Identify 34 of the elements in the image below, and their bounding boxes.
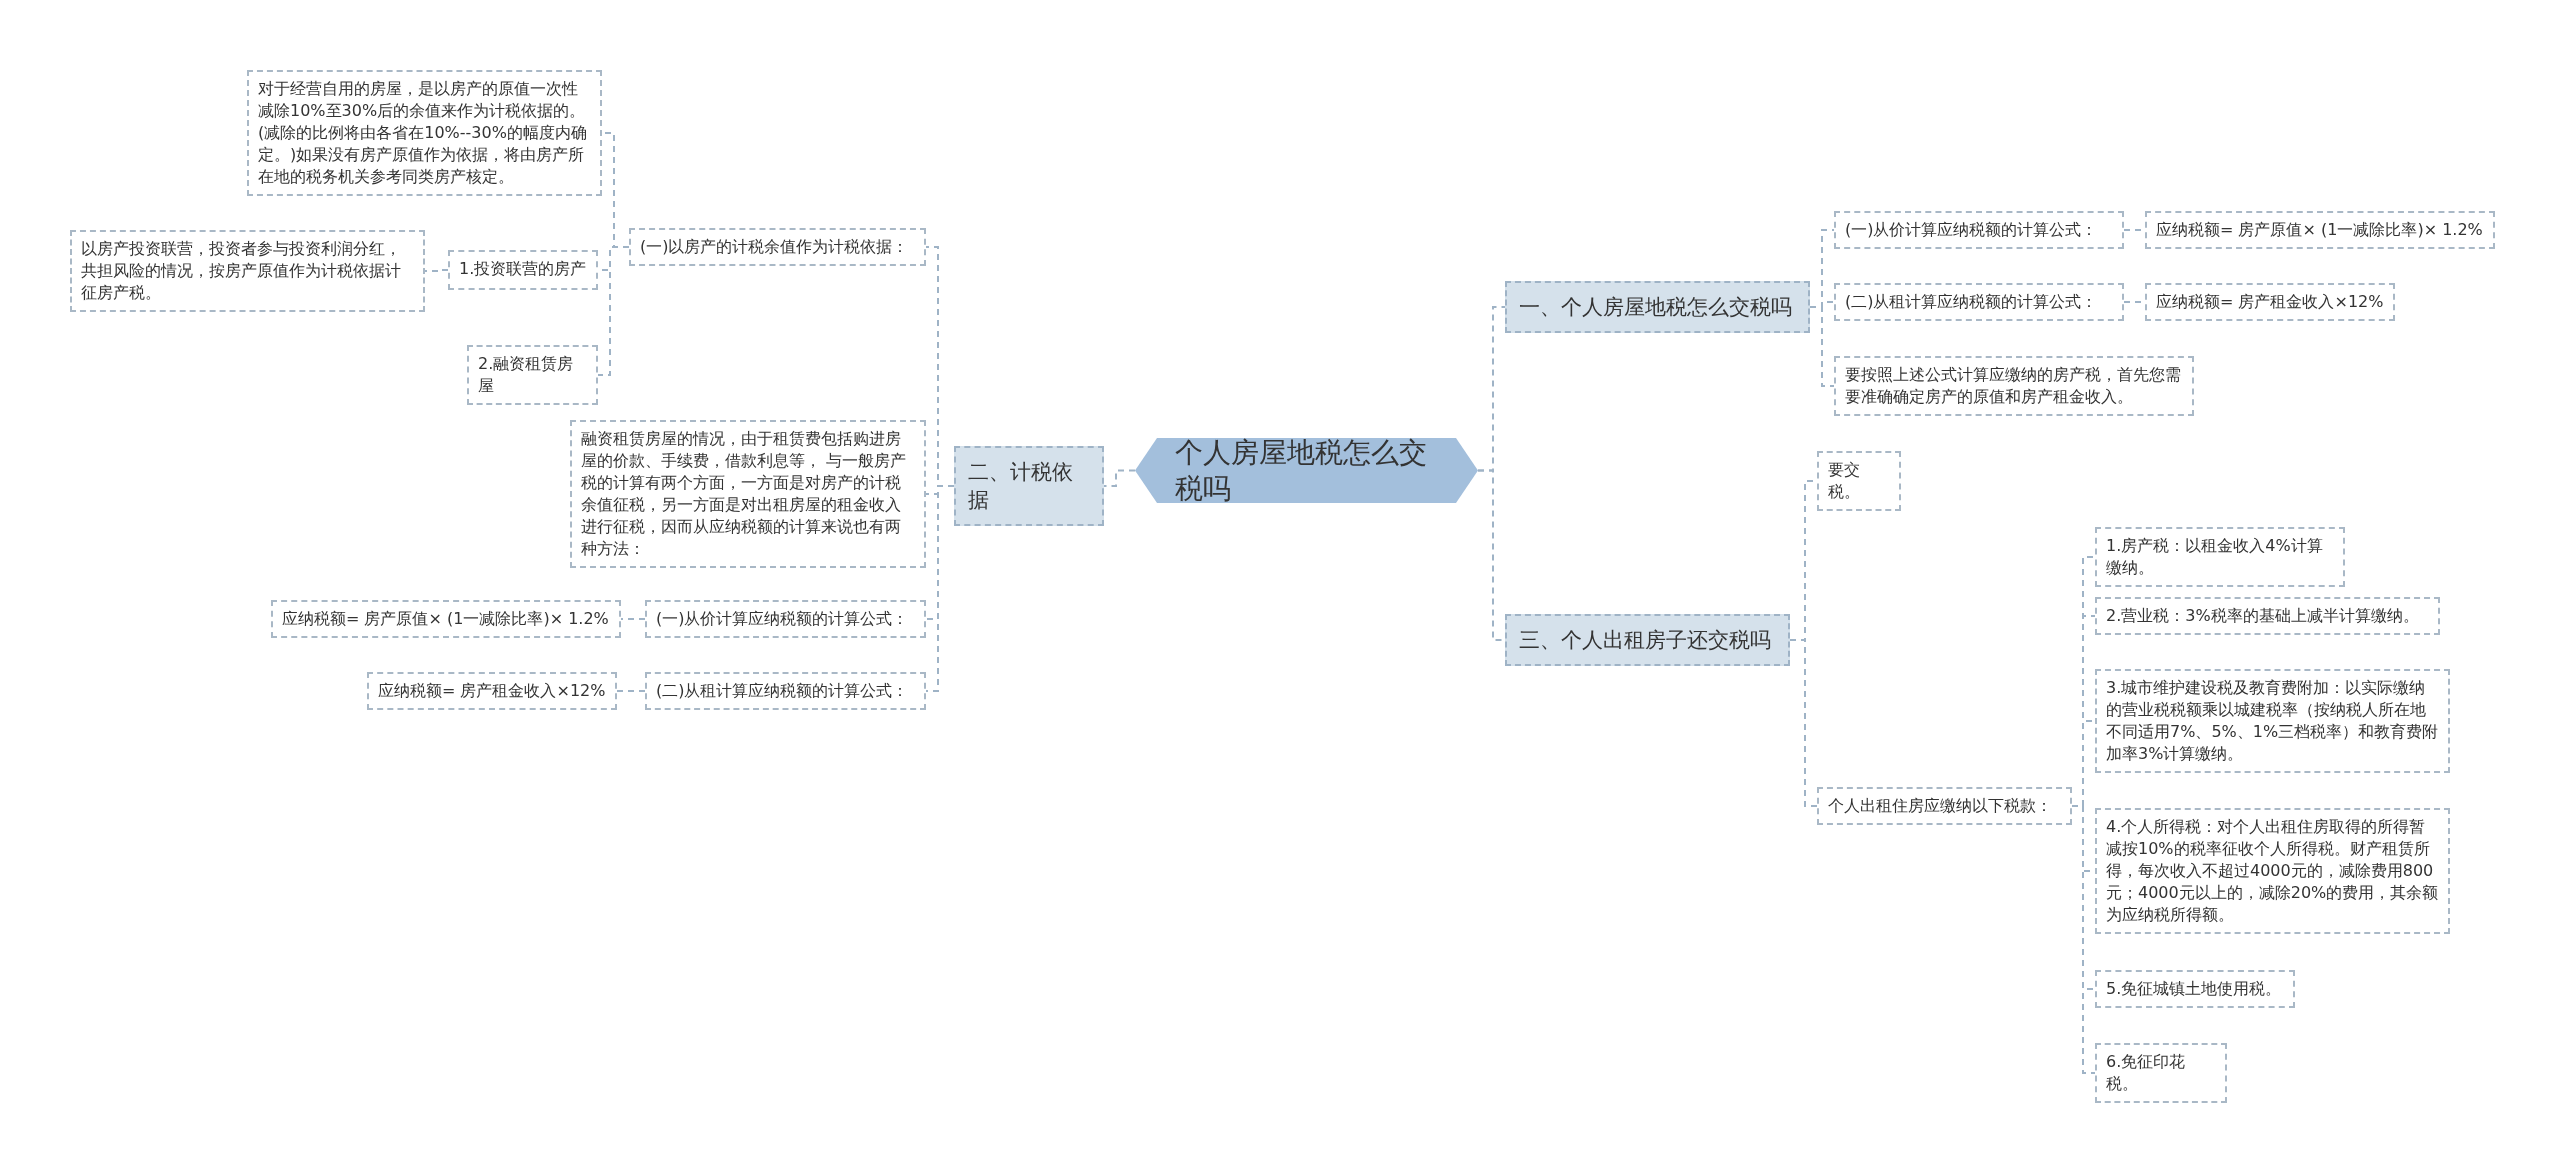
subtopic-box: 要按照上述公式计算应缴纳的房产税，首先您需要准确确定房产的原值和房产租金收入。: [1834, 356, 2194, 416]
subtopic-box: (二)从租计算应纳税额的计算公式：: [1834, 283, 2124, 321]
subtopic-box: 个人出租住房应缴纳以下税款：: [1817, 787, 2072, 825]
subtopic-box: 2.融资租赁房屋: [467, 345, 598, 405]
subtopic-box: 应纳税额= 房产原值× (1一减除比率)× 1.2%: [271, 600, 621, 638]
subtopic-box: 2.营业税：3%税率的基础上减半计算缴纳。: [2095, 597, 2440, 635]
connector-line: [2071, 805, 2096, 1074]
subtopic-box: 3.城市维护建设税及教育费附加：以实际缴纳的营业税税额乘以城建税率（按纳税人所在地不同适用7%、5%、1%三档税率）和教育费附加率3%计算缴纳。: [2095, 669, 2450, 773]
topic-box: 二、计税依据: [954, 446, 1104, 526]
subtopic-box: 6.免征印花税。: [2095, 1043, 2227, 1103]
subtopic-box: 5.免征城镇土地使用税。: [2095, 970, 2295, 1008]
topic-box: 三、个人出租房子还交税吗: [1505, 614, 1790, 666]
connector-line: [597, 246, 630, 376]
subtopic-box: 以房产投资联营，投资者参与投资利润分红，共担风险的情况，按房产原值作为计税依据计征房产税。: [70, 230, 425, 312]
topic-box: 一、个人房屋地税怎么交税吗: [1505, 281, 1810, 333]
subtopic-box: 4.个人所得税：对个人出租住房取得的所得暂减按10%的税率征收个人所得税。财产租赁所得，每次收入不超过4000元的，减除费用800元；4000元以上的，减除20%的费用，其余额为应纳税所得额。: [2095, 808, 2450, 934]
subtopic-box: 应纳税额= 房产原值× (1一减除比率)× 1.2%: [2145, 211, 2495, 249]
central-topic: 个人房屋地税怎么交税吗: [1135, 438, 1478, 503]
subtopic-box: 应纳税额= 房产租金收入×12%: [2145, 283, 2395, 321]
connector-line: [616, 690, 646, 692]
subtopic-box: (一)从价计算应纳税额的计算公式：: [645, 600, 926, 638]
subtopic-box: (一)从价计算应纳税额的计算公式：: [1834, 211, 2124, 249]
subtopic-box: 要交税。: [1817, 451, 1901, 511]
subtopic-box: 对于经营自用的房屋，是以房产的原值一次性减除10%至30%后的余值来作为计税依据的。(减除的比例将由各省在10%--30%的幅度内确定。)如果没有房产原值作为依据，将由房产所在地的税务机关参考同类房产核定。: [247, 70, 602, 196]
connector-line: [925, 485, 955, 692]
connector-line: [1809, 306, 1835, 387]
subtopic-box: (一)以房产的计税余值作为计税依据：: [629, 228, 926, 266]
subtopic-box: 应纳税额= 房产租金收入×12%: [367, 672, 617, 710]
subtopic-box: 1.房产税：以租金收入4%计算缴纳。: [2095, 527, 2345, 587]
subtopic-box: 融资租赁房屋的情况，由于租赁费包括购进房屋的价款、手续费，借款利息等， 与一般房产税的计算有两个方面，一方面是对房产的计税余值征税，另一方面是对出租房屋的租金收入进行征税，因而从应纳税额的计算来说也有两种方法：: [570, 420, 926, 568]
connector-line: [1103, 469, 1136, 487]
connector-line: [1789, 639, 1818, 807]
subtopic-box: 1.投资联营的房产: [448, 250, 598, 290]
subtopic-box: (二)从租计算应纳税额的计算公式：: [645, 672, 926, 710]
